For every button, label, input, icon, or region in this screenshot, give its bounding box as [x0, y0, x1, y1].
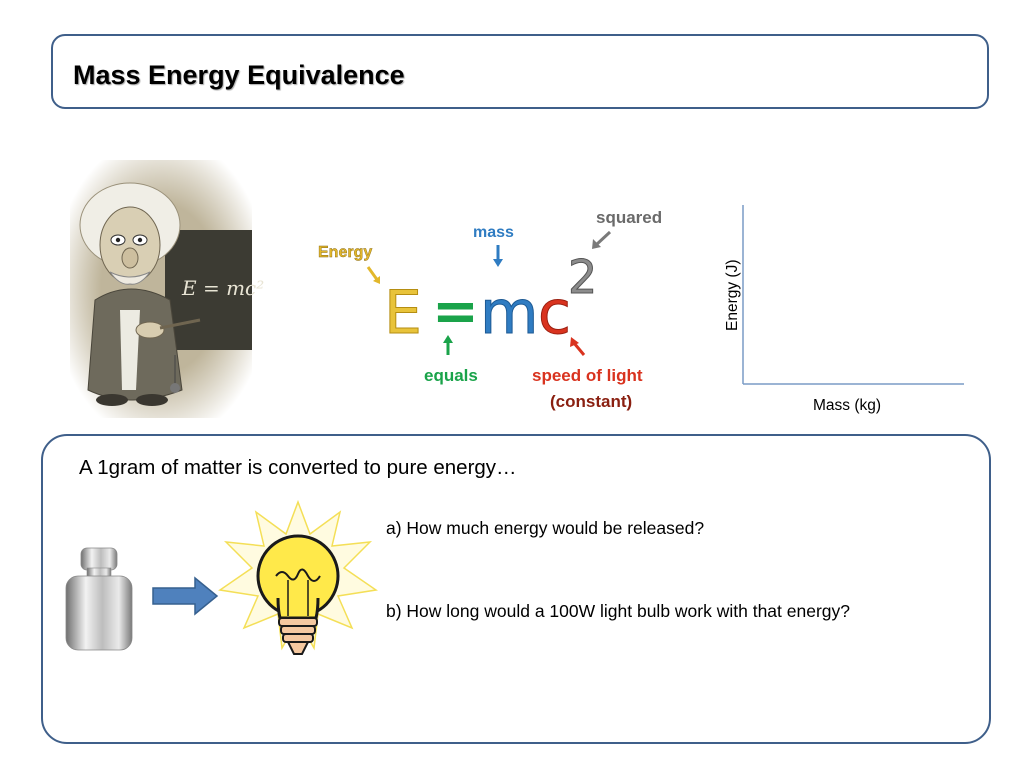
question-b: b) How long would a 100W light bulb work… [386, 601, 850, 621]
question-a: a) How much energy would be released? [386, 518, 705, 538]
blackboard-formula: E = mc² [181, 276, 264, 300]
x-axis-label: Mass (kg) [813, 397, 881, 414]
emc2-formula-graphic: Energy mass squared E = m c 2 equals spe… [318, 208, 662, 411]
formula-m: m [480, 278, 538, 348]
arrow-speed-icon [572, 342, 586, 356]
formula-c: c [538, 278, 571, 348]
question-box: A 1gram of matter is converted to pure e… [41, 434, 991, 744]
blackboard [165, 230, 252, 350]
energy-mass-graph: Energy (J) Mass (kg) [724, 205, 964, 414]
label-energy: Energy [318, 244, 372, 261]
right-arrow-icon [152, 576, 219, 616]
y-axis-label: Energy (J) [724, 260, 741, 332]
weight-icon [65, 547, 133, 651]
einstein-illustration: E = mc² [70, 160, 264, 418]
label-mass: mass [473, 224, 514, 241]
head [99, 206, 161, 284]
label-constant: (constant) [550, 392, 632, 411]
formula-equals: = [432, 279, 479, 344]
title-box: Mass Energy Equivalence [51, 34, 989, 109]
page-title: Mass Energy Equivalence [73, 60, 405, 90]
label-equals: equals [424, 366, 478, 385]
label-squared: squared [596, 208, 662, 227]
light-bulb-icon [218, 499, 378, 655]
formula-exponent: 2 [568, 250, 597, 304]
label-speed-of-light: speed of light [532, 366, 643, 385]
formula-e: E [384, 278, 422, 348]
question-intro: A 1gram of matter is converted to pure e… [79, 456, 517, 479]
arrow-squared-icon [594, 230, 612, 247]
